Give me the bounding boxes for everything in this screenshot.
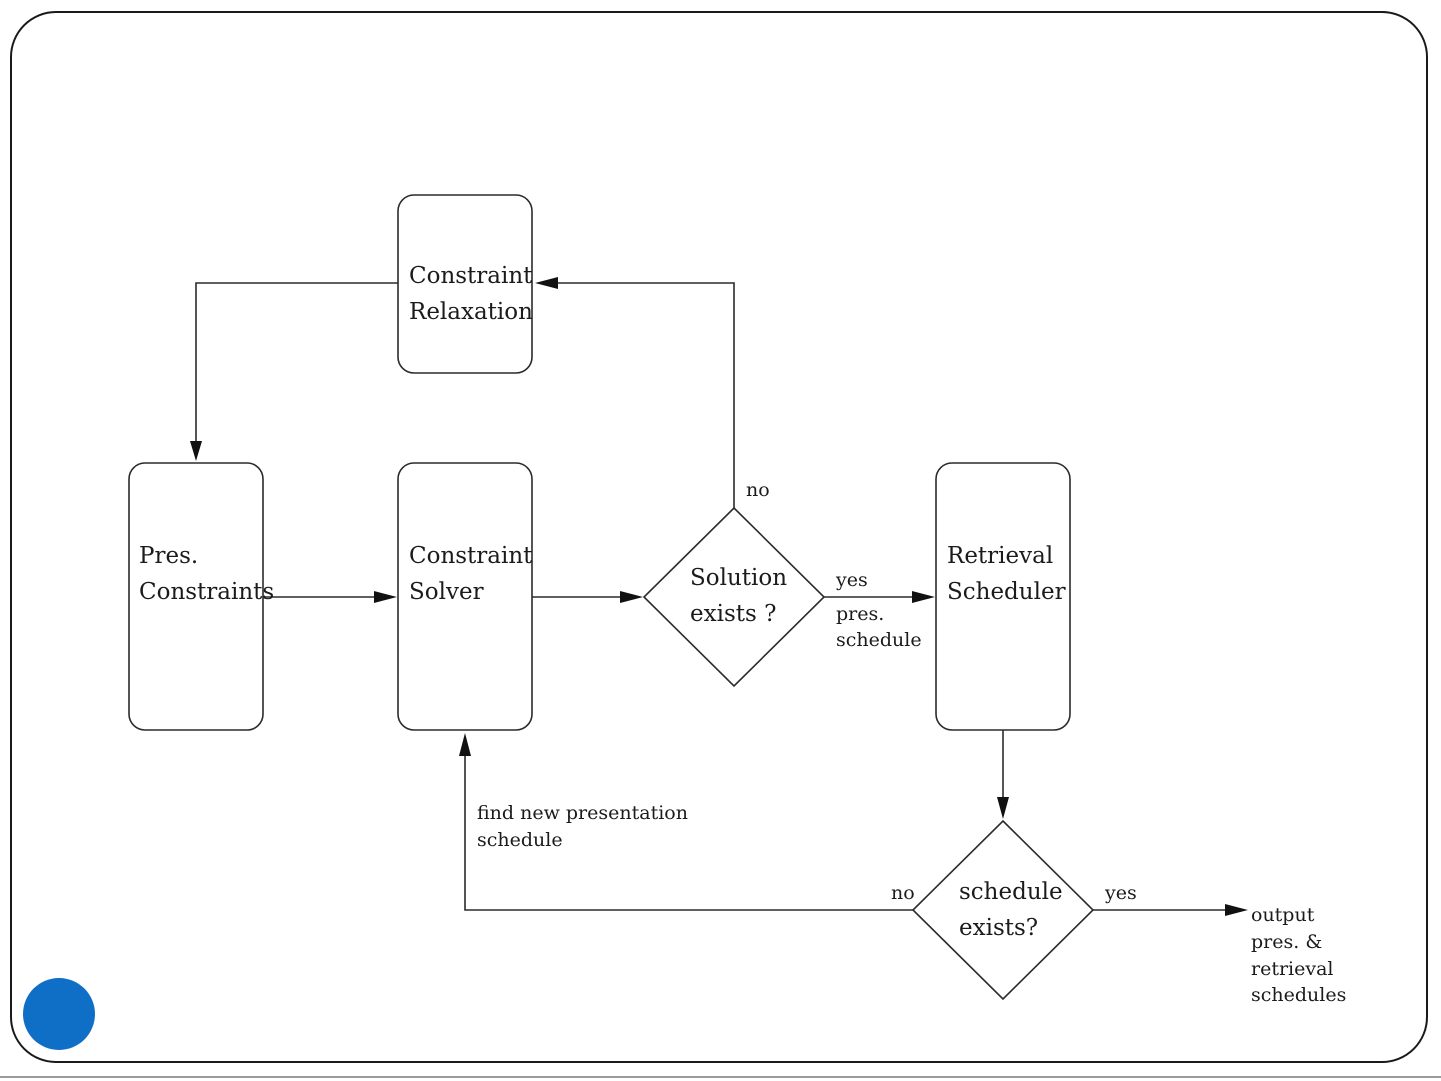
solution-exists-label-1: Solution	[690, 565, 787, 591]
schedule-exists-label-1: schedule	[959, 879, 1063, 905]
schedule-no-label: no	[891, 882, 915, 904]
feedback-label-1: find new presentation	[477, 802, 688, 824]
pres-schedule-label-1: pres.	[836, 603, 884, 625]
output-label-4: schedules	[1251, 984, 1346, 1006]
arrowhead-down	[997, 797, 1009, 819]
arrowhead-left	[535, 277, 558, 289]
schedule-exists-diamond	[913, 821, 1093, 999]
solution-no-label: no	[746, 479, 770, 501]
constraint-solver-label-1: Constraint	[409, 543, 533, 569]
arrowhead-right	[374, 591, 397, 603]
accent-dot	[23, 978, 95, 1050]
constraint-solver-label-2: Solver	[409, 579, 484, 605]
solution-exists-label-2: exists ?	[690, 601, 776, 627]
no-to-relaxation-line	[552, 283, 734, 508]
bottom-divider	[0, 1076, 1441, 1078]
arrowhead-right	[1225, 904, 1248, 916]
feedback-label-2: schedule	[477, 829, 563, 851]
output-label-2: pres. &	[1251, 931, 1322, 953]
solution-yes-label: yes	[835, 569, 868, 591]
schedule-yes-label: yes	[1104, 882, 1137, 904]
arrowhead-right	[912, 591, 935, 603]
arrowhead-up	[459, 733, 471, 756]
arrowhead-down	[190, 441, 202, 461]
output-label-3: retrieval	[1251, 958, 1334, 980]
pres-schedule-label-2: schedule	[836, 629, 922, 651]
schedule-exists-label-2: exists?	[959, 915, 1038, 941]
constraint-relaxation-label-1: Constraint	[409, 263, 533, 289]
arrowhead-right	[620, 591, 643, 603]
pres-constraints-label-1: Pres.	[139, 543, 198, 569]
pres-constraints-label-2: Constraints	[139, 579, 274, 605]
output-label-1: output	[1251, 904, 1315, 926]
retrieval-scheduler-label-2: Scheduler	[947, 579, 1066, 605]
constraint-relaxation-label-2: Relaxation	[409, 299, 533, 325]
relaxation-to-constraints-line	[196, 283, 398, 445]
retrieval-scheduler-label-1: Retrieval	[947, 543, 1053, 569]
solution-exists-diamond	[644, 508, 824, 686]
